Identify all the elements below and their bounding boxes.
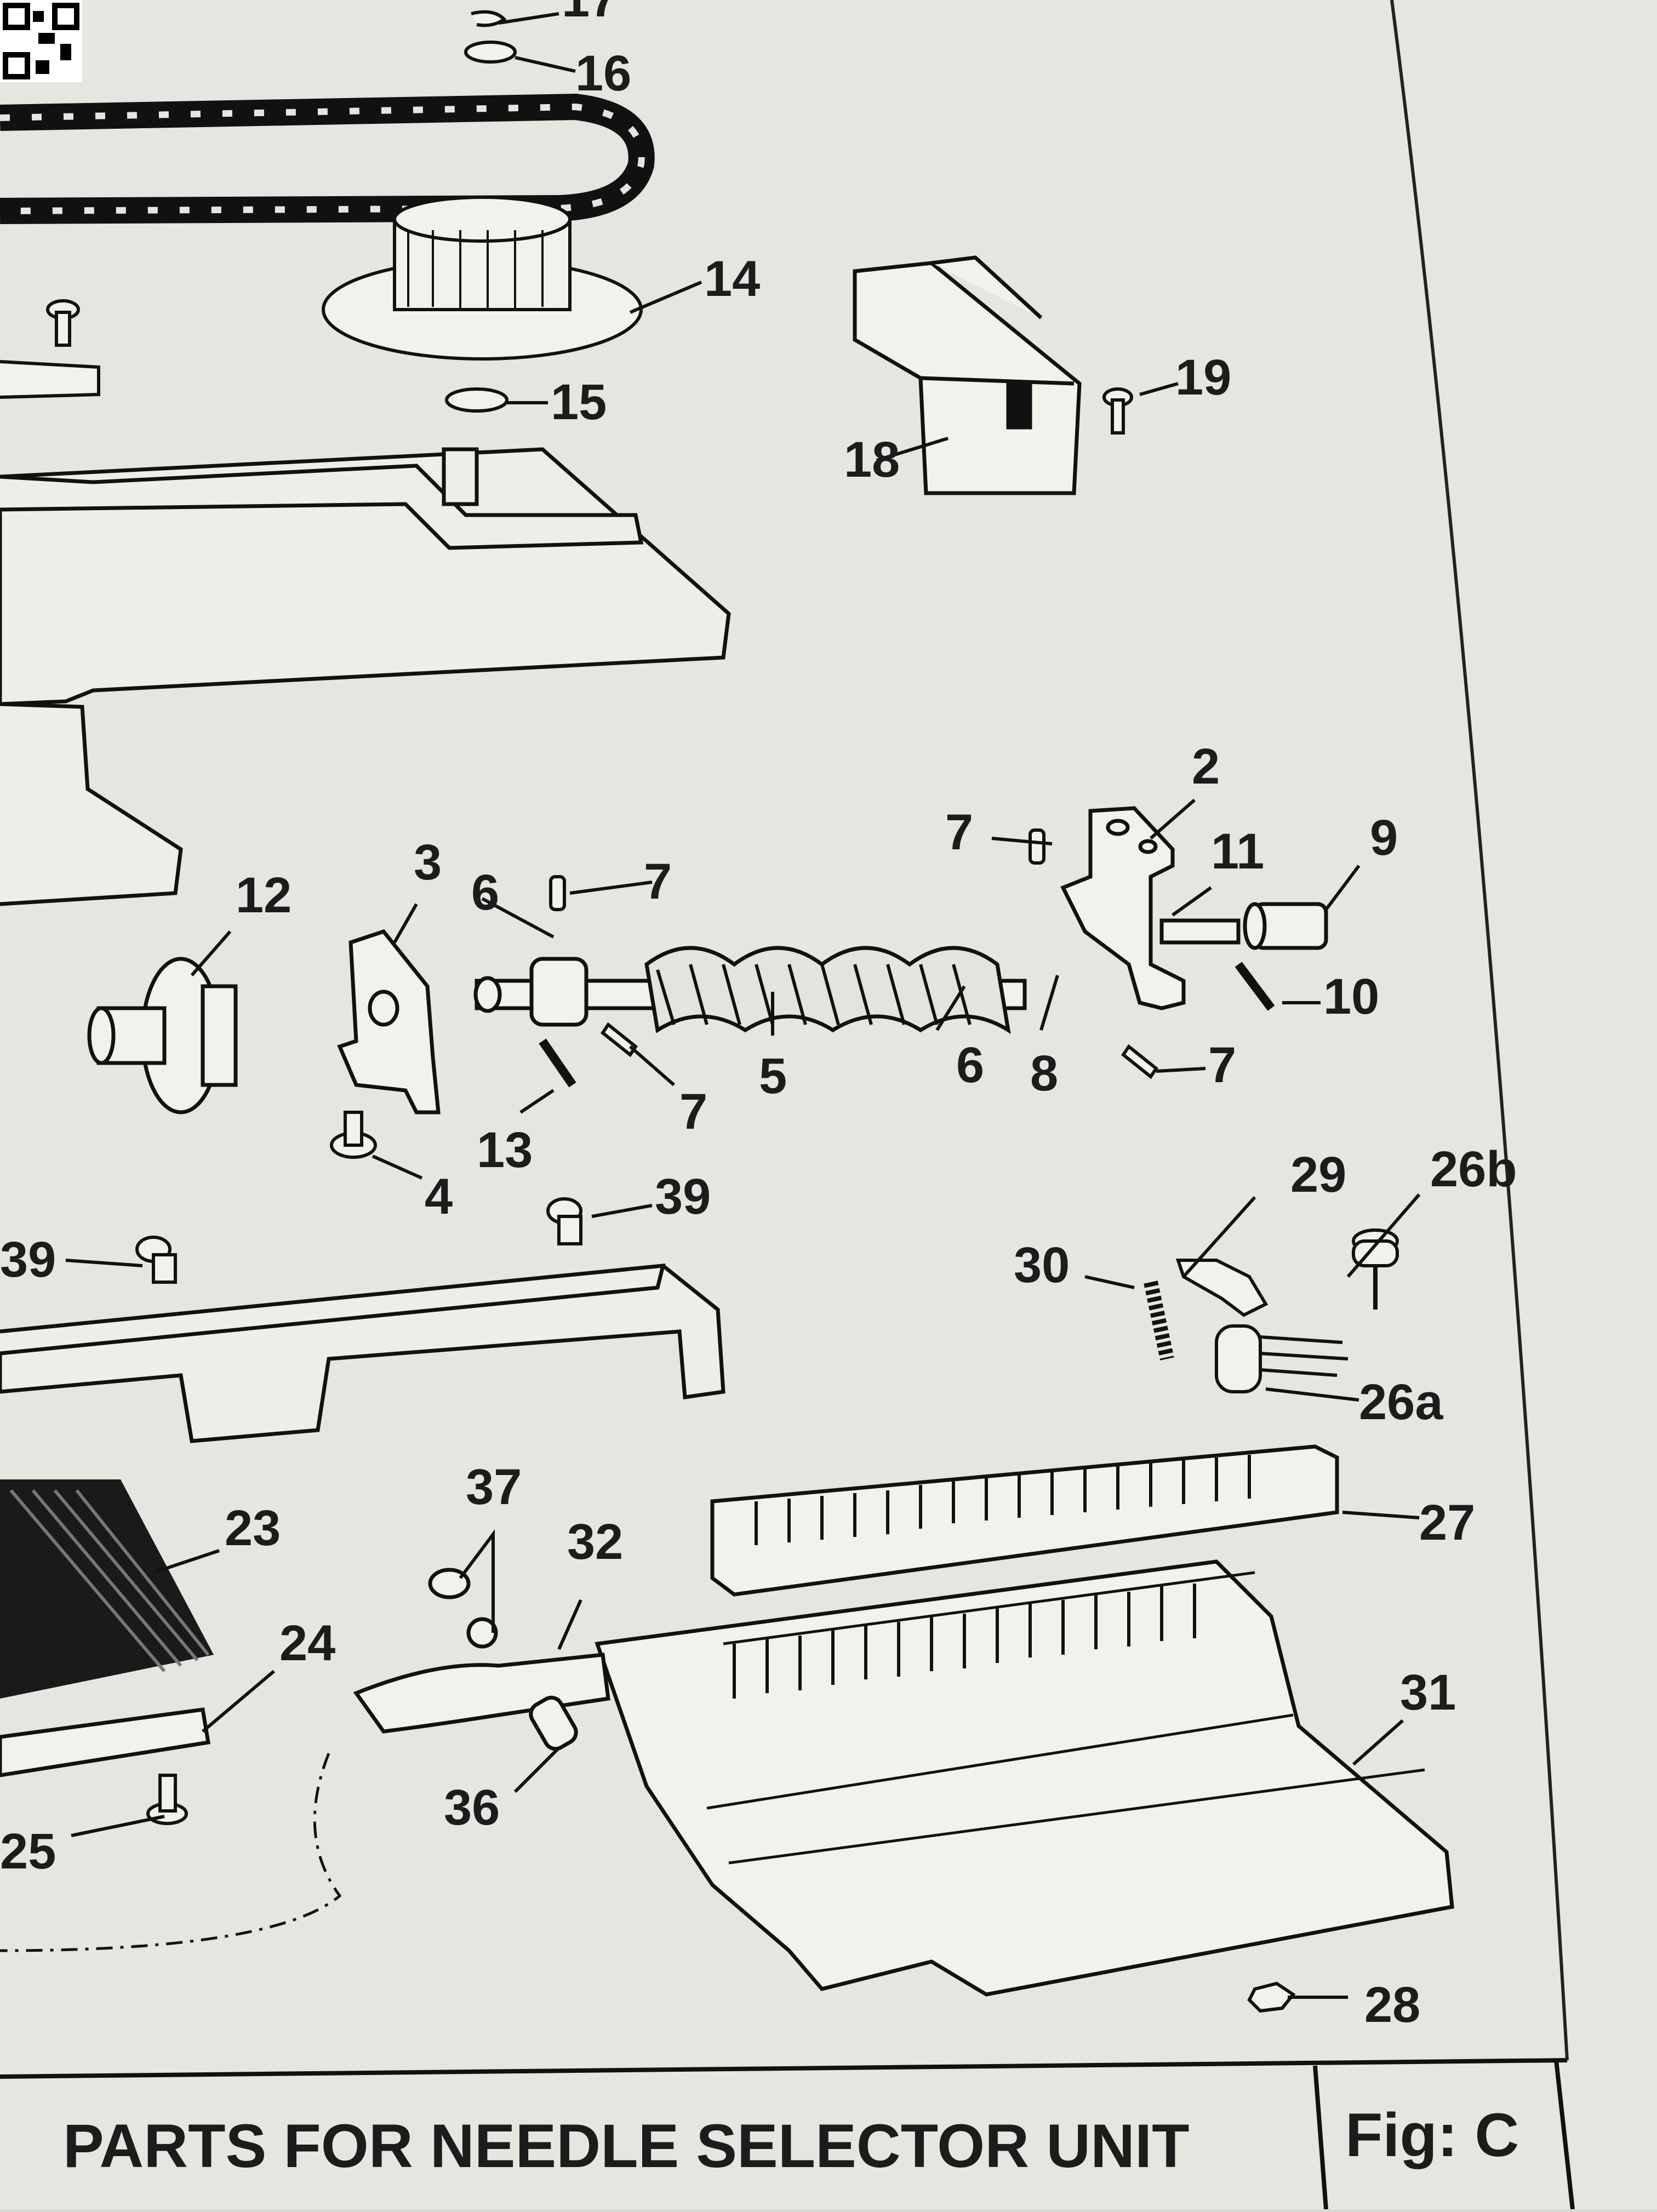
callout-10: 10 — [1323, 969, 1379, 1025]
callout-leader-lines — [65, 12, 1421, 1999]
screw-part-left — [0, 299, 100, 399]
callout-16: 16 — [575, 45, 631, 101]
callout-2: 2 — [1192, 739, 1220, 795]
screw-parts-middle — [135, 1111, 582, 1284]
callout-37: 37 — [466, 1459, 522, 1515]
washer-parts — [445, 10, 517, 413]
nut-part — [1247, 1981, 1296, 2013]
end-knob-part — [1243, 902, 1328, 950]
bracket-part — [853, 255, 1082, 495]
callout-3: 3 — [414, 834, 442, 890]
screw-part-bottom — [146, 1774, 188, 1825]
callout-9: 9 — [1370, 810, 1398, 866]
callout-8: 8 — [1030, 1045, 1058, 1101]
callout-11: 11 — [1211, 824, 1264, 879]
callout-26b: 26b — [1430, 1141, 1517, 1197]
callout-labels: 17 16 14 15 18 19 2 11 9 7 10 7 6 8 5 7 … — [0, 0, 1517, 2033]
callout-24: 24 — [279, 1615, 335, 1671]
callout-4: 4 — [425, 1169, 453, 1225]
figure-label: Fig: C — [1345, 2101, 1519, 2169]
worm-shaft-part — [473, 946, 1027, 1034]
callout-6-left: 6 — [471, 865, 499, 921]
callout-25: 25 — [0, 1824, 56, 1879]
callout-26a: 26a — [1359, 1374, 1443, 1430]
solenoid-parts — [1144, 1228, 1399, 1393]
callout-32: 32 — [567, 1514, 623, 1570]
strip-part — [0, 1707, 211, 1777]
rail-bracket — [0, 1264, 725, 1443]
pulley-gear-part — [322, 196, 643, 361]
qr-code — [0, 0, 82, 82]
screw-part — [1102, 387, 1133, 435]
callout-6-right: 6 — [956, 1037, 984, 1093]
callout-17: 17 — [562, 0, 618, 27]
callout-19: 19 — [1175, 350, 1231, 405]
callout-23: 23 — [225, 1500, 281, 1556]
base-plate — [0, 447, 731, 906]
cam-part — [87, 957, 238, 1114]
callout-31: 31 — [1400, 1665, 1456, 1721]
bearing-bracket-part — [1060, 806, 1241, 1010]
callout-39-left: 39 — [0, 1232, 56, 1288]
callout-28: 28 — [1364, 1977, 1420, 2033]
callout-7-lower-right: 7 — [1208, 1037, 1236, 1093]
comb-part — [710, 1444, 1339, 1597]
diagram-title: PARTS FOR NEEDLE SELECTOR UNIT — [63, 2112, 1190, 2180]
callout-13: 13 — [477, 1122, 533, 1178]
callout-7-upper-middle: 7 — [644, 854, 672, 910]
callout-7-top-right: 7 — [945, 804, 973, 860]
callout-18: 18 — [844, 432, 900, 488]
timing-belt — [0, 93, 655, 224]
callout-27: 27 — [1419, 1495, 1475, 1551]
callout-7-lower-middle: 7 — [679, 1084, 707, 1140]
callout-29: 29 — [1290, 1147, 1346, 1203]
callout-30: 30 — [1014, 1237, 1070, 1293]
side-plate-part — [337, 929, 441, 1114]
callout-15: 15 — [551, 374, 607, 430]
page-edge-line — [1390, 0, 1569, 2061]
selector-plate-part — [595, 1559, 1454, 1997]
title-block: PARTS FOR NEEDLE SELECTOR UNIT Fig: C — [0, 2058, 1575, 2210]
callout-36: 36 — [444, 1780, 500, 1836]
callout-5: 5 — [759, 1048, 787, 1104]
callout-12: 12 — [236, 867, 292, 923]
callout-14: 14 — [704, 251, 760, 307]
handle-part — [0, 1568, 610, 1952]
ribbon-cable — [0, 1479, 214, 1699]
callout-39-right: 39 — [655, 1169, 711, 1225]
pin-parts — [539, 828, 1275, 1088]
